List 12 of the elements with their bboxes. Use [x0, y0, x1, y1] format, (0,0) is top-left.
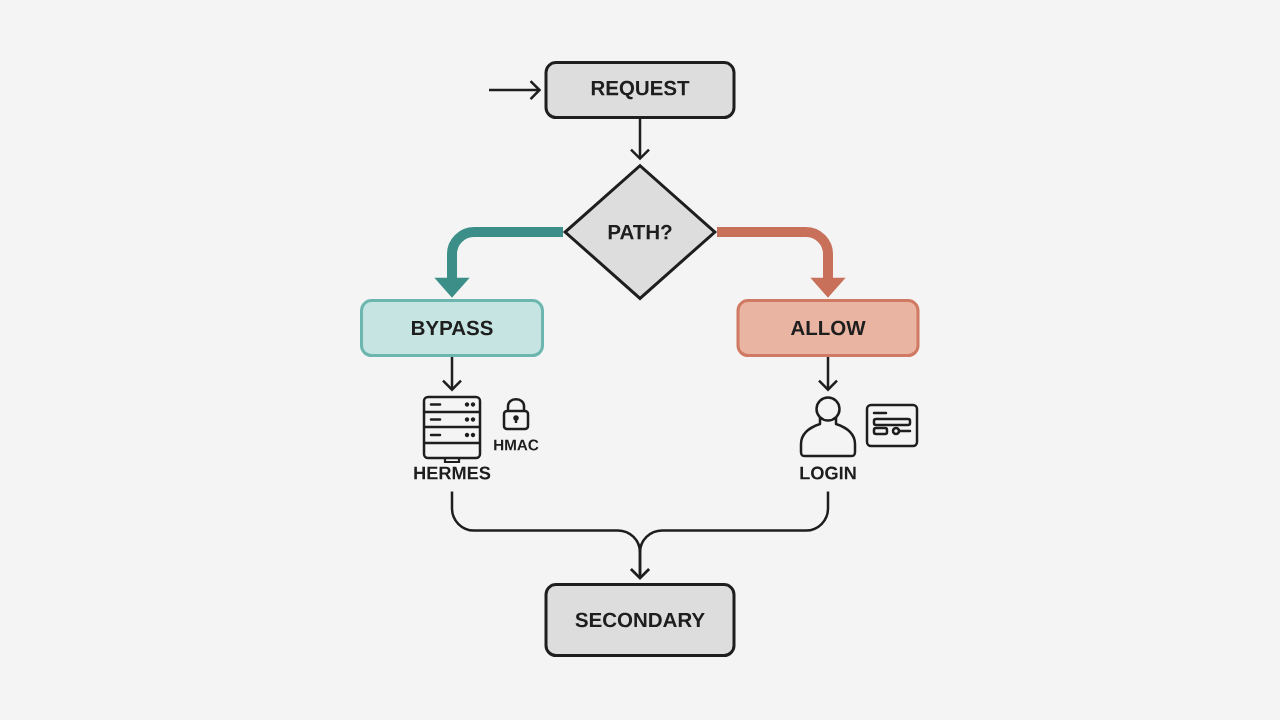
arrow: [630, 119, 650, 161]
process-box: BYPASS: [360, 299, 544, 357]
process-box: ALLOW: [736, 299, 920, 357]
icon-label: HERMES: [414, 466, 491, 480]
note-text: HMAC: [494, 439, 539, 451]
process-box: REQUEST: [544, 61, 736, 119]
arrow: [630, 491, 830, 580]
icon-label: LOGIN: [800, 466, 856, 480]
arrow: [818, 357, 838, 392]
arrow: [442, 357, 462, 392]
process-box: SECONDARY: [544, 583, 736, 657]
arrow: [489, 80, 542, 100]
